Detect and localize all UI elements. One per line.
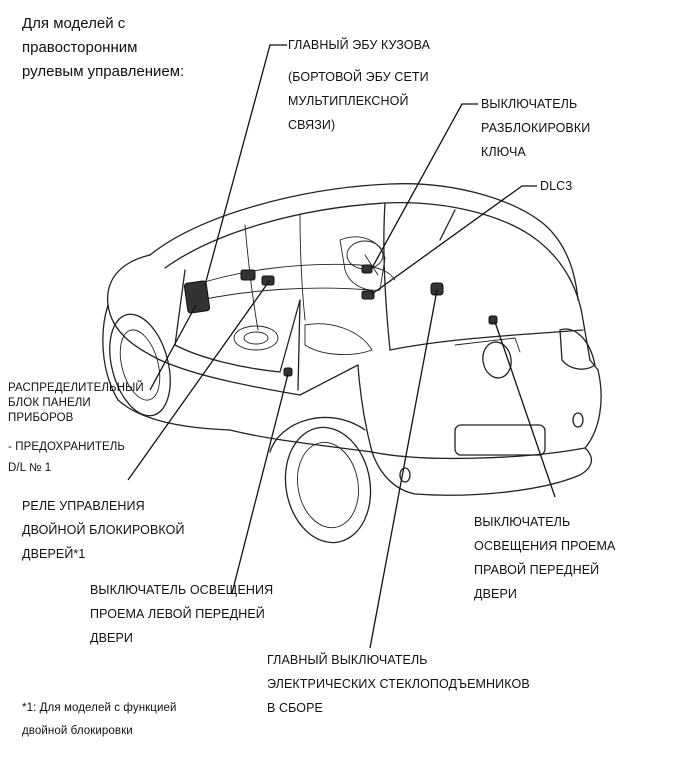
- label-line: ВЫКЛЮЧАТЕЛЬ: [474, 515, 571, 529]
- label-line: ОСВЕЩЕНИЯ ПРОЕМА: [474, 539, 616, 553]
- label-line: ГЛАВНЫЙ ВЫКЛЮЧАТЕЛЬ: [267, 653, 428, 667]
- leader-key-unlock: [371, 103, 478, 269]
- body-ecu-marker: [261, 275, 275, 286]
- label-lh-door-courtesy: ВЫКЛЮЧАТЕЛЬ ОСВЕЩЕНИЯ ПРОЕМА ЛЕВОЙ ПЕРЕД…: [90, 578, 273, 650]
- label-line: БЛОК ПАНЕЛИ: [8, 397, 91, 409]
- junction-block-marker: [183, 280, 211, 314]
- label-line: ГЛАВНЫЙ ЭБУ КУЗОВА: [288, 38, 431, 52]
- label-key-unlock-switch: ВЫКЛЮЧАТЕЛЬ РАЗБЛОКИРОВКИ КЛЮЧА: [481, 92, 590, 164]
- header-line: рулевым управлением:: [22, 63, 185, 80]
- header-line: Для моделей с: [22, 15, 126, 32]
- label-line: В СБОРЕ: [267, 701, 323, 715]
- diagram-header: Для моделей с правосторонним рулевым упр…: [22, 12, 184, 84]
- label-line: СВЯЗИ): [288, 118, 336, 132]
- label-line: ПРИБОРОВ: [8, 412, 74, 424]
- car-body-outline: [102, 183, 602, 544]
- leader-junction-block: [149, 304, 197, 391]
- leader-body-ecu: [204, 44, 287, 286]
- footnote-line: *1: Для моделей с функцией: [22, 702, 177, 714]
- key-unlock-switch-marker: [361, 264, 373, 274]
- leader-double-lock-relay: [127, 279, 271, 481]
- label-junction-block: РАСПРЕДЕЛИТЕЛЬНЫЙ БЛОК ПАНЕЛИ ПРИБОРОВ -…: [8, 381, 144, 476]
- label-power-window-master: ГЛАВНЫЙ ВЫКЛЮЧАТЕЛЬ ЭЛЕКТРИЧЕСКИХ СТЕКЛО…: [267, 648, 530, 720]
- leader-power-window-master: [369, 289, 438, 649]
- label-line: КЛЮЧА: [481, 145, 526, 159]
- double-lock-relay-marker: [240, 269, 256, 281]
- leader-lines: [127, 44, 556, 649]
- label-line: ДВОЙНОЙ БЛОКИРОВКОЙ: [22, 523, 185, 537]
- component-markers: [183, 264, 498, 377]
- label-line: РАСПРЕДЕЛИТЕЛЬНЫЙ: [8, 382, 144, 394]
- header-line: правосторонним: [22, 39, 138, 56]
- label-double-lock-relay: РЕЛЕ УПРАВЛЕНИЯ ДВОЙНОЙ БЛОКИРОВКОЙ ДВЕР…: [22, 494, 185, 566]
- power-window-master-marker: [430, 282, 444, 296]
- leader-rh-door-courtesy: [494, 321, 556, 498]
- label-rh-door-courtesy: ВЫКЛЮЧАТЕЛЬ ОСВЕЩЕНИЯ ПРОЕМА ПРАВОЙ ПЕРЕ…: [474, 510, 615, 606]
- label-line: ПРАВОЙ ПЕРЕДНЕЙ: [474, 563, 600, 577]
- label-line: ВЫКЛЮЧАТЕЛЬ ОСВЕЩЕНИЯ: [90, 583, 274, 597]
- label-line: ЭЛЕКТРИЧЕСКИХ СТЕКЛОПОДЪЕМНИКОВ: [267, 677, 530, 691]
- leader-lh-door-courtesy: [231, 373, 289, 594]
- label-dlc3: DLC3: [540, 174, 572, 198]
- label-line: ВЫКЛЮЧАТЕЛЬ: [481, 97, 578, 111]
- leader-dlc3: [371, 185, 537, 295]
- footnote-line: двойной блокировки: [22, 725, 133, 737]
- label-line: - ПРЕДОХРАНИТЕЛЬ: [8, 441, 126, 453]
- label-line: ДВЕРИ: [474, 587, 517, 601]
- label-line: ДВЕРЕЙ*1: [22, 547, 86, 561]
- label-line: ДВЕРИ: [90, 631, 133, 645]
- label-line: ПРОЕМА ЛЕВОЙ ПЕРЕДНЕЙ: [90, 607, 265, 621]
- label-body-ecu: ГЛАВНЫЙ ЭБУ КУЗОВА (БОРТОВОЙ ЭБУ СЕТИ МУ…: [288, 33, 430, 137]
- footnote: *1: Для моделей с функцией двойной блоки…: [22, 697, 177, 743]
- label-line: (БОРТОВОЙ ЭБУ СЕТИ: [288, 70, 429, 84]
- label-line: DLC3: [540, 179, 573, 193]
- label-line: D/L № 1: [8, 462, 52, 474]
- dlc3-marker: [361, 290, 375, 300]
- label-line: МУЛЬТИПЛЕКСНОЙ: [288, 94, 409, 108]
- label-line: РЕЛЕ УПРАВЛЕНИЯ: [22, 499, 145, 513]
- label-line: РАЗБЛОКИРОВКИ: [481, 121, 591, 135]
